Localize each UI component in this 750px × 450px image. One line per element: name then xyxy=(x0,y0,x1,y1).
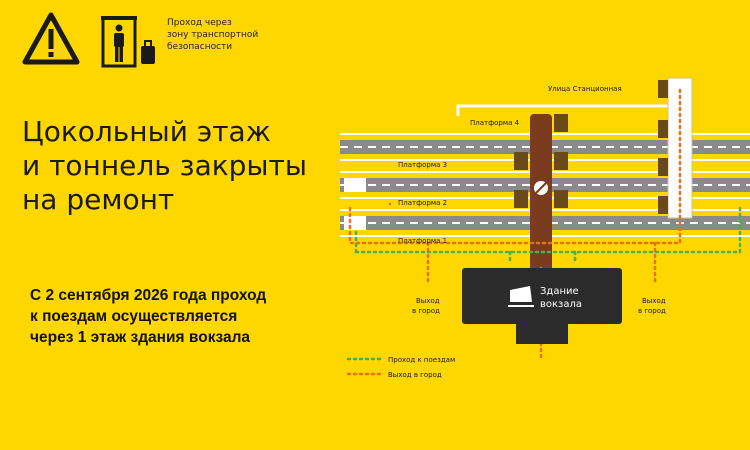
exit-left-label: Выход xyxy=(416,297,440,305)
legend-label: Выход в город xyxy=(388,371,442,379)
security-zone-caption: Проход через зону транспортной безопасно… xyxy=(167,17,277,53)
train-icon xyxy=(508,286,534,307)
street-label: Улица Станционная xyxy=(548,85,622,93)
notice-text: С 2 сентября 2026 года проход к поездам … xyxy=(30,285,320,348)
title-line: и тоннель закрыты xyxy=(22,149,307,182)
notice-line: С 2 сентября 2026 года проход xyxy=(30,287,267,304)
platform-label: Платформа 3 xyxy=(398,161,447,169)
station-label-line: Здание xyxy=(540,286,579,297)
station-building xyxy=(462,268,622,324)
platform-label: Платформа 1 xyxy=(398,237,447,245)
overpass-stairs xyxy=(658,80,668,214)
security-caption-line: безопасности xyxy=(167,42,233,52)
tunnel-stairs xyxy=(514,114,568,208)
closed-sign-icon xyxy=(534,181,548,195)
exit-right-label: Выход xyxy=(642,297,666,305)
platform-label: Платформа 4 xyxy=(470,119,520,127)
legend-label: Проход к поездам xyxy=(388,356,455,364)
platform-label: Платформа 2 xyxy=(398,199,447,207)
warning-triangle-icon xyxy=(22,12,80,65)
title-line: на ремонт xyxy=(22,183,175,216)
exit-left-label: в город xyxy=(412,307,440,315)
exit-right-label: в город xyxy=(638,307,666,315)
platform-4-outline xyxy=(456,104,670,116)
notice-line: к поездам осуществляется xyxy=(30,308,238,325)
left-entrances xyxy=(344,178,366,230)
security-caption-line: зону транспортной xyxy=(167,30,259,40)
access-path xyxy=(354,206,742,264)
page-title: Цокольный этаж и тоннель закрыты на ремо… xyxy=(22,115,342,217)
notice-line: через 1 этаж здания вокзала xyxy=(30,329,251,346)
station-scheme: Здание вокзала Улица Станционная Платфор… xyxy=(340,77,750,379)
station-label-line: вокзала xyxy=(540,299,582,310)
legend: Проход к поездам Выход в город xyxy=(346,356,455,379)
title-line: Цокольный этаж xyxy=(22,115,271,148)
security-frame-icon xyxy=(101,16,155,68)
security-caption-line: Проход через xyxy=(167,18,232,28)
station-annex xyxy=(516,324,568,344)
